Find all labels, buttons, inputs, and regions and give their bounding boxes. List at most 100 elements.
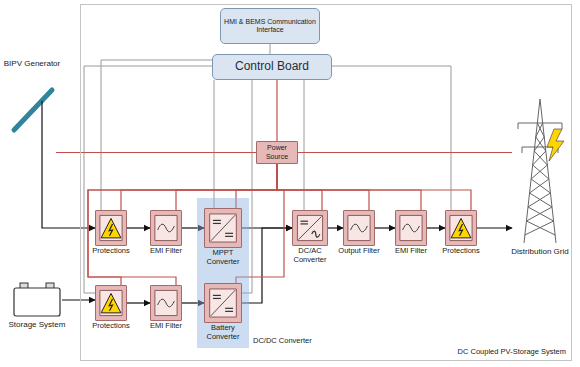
filt-icon [151, 286, 181, 320]
filter-symbol [158, 299, 175, 307]
filt-icon [344, 211, 374, 245]
node-label: Output Filter [338, 246, 379, 255]
control-line [270, 44, 271, 54]
node-label: HMI & BEMS Communication Interface [224, 18, 316, 33]
protection-box: Protections [445, 210, 477, 246]
supply-line [298, 152, 512, 153]
battery: Storage System [12, 282, 62, 318]
dc-icon [205, 209, 241, 247]
power-flow-line [427, 227, 445, 228]
label-holder: DC/AC Converter [283, 247, 337, 264]
supply-line [276, 80, 277, 141]
power-flow-line [62, 299, 95, 300]
node-label: BIPV Generator [4, 59, 60, 68]
filter-symbol [158, 224, 175, 232]
power-flow-line [127, 227, 150, 228]
converter-symbol [211, 215, 235, 241]
node-label: MPPT Converter [207, 248, 240, 266]
pv-lead [41, 101, 42, 155]
label-holder: BIPV Generator [1, 59, 63, 68]
bolt-symbol [109, 299, 112, 311]
label-holder: HMI & BEMS Communication Interface [221, 18, 319, 34]
label-holder: Battery Converter [196, 324, 250, 341]
node-label: DC/DC Converter [253, 336, 312, 345]
control-line [84, 66, 212, 293]
control-box: Control Board [212, 54, 332, 80]
label-holder: Protections [434, 247, 488, 256]
node-label: Distribution Grid [511, 247, 568, 256]
power-flow-line [375, 227, 395, 228]
battery-body [14, 288, 60, 316]
converter-box: Battery Converter [204, 283, 242, 323]
node-label: Control Board [235, 59, 309, 73]
protection-box: Protections [95, 285, 127, 321]
warning-triangle [451, 218, 471, 237]
label-holder: Protections [84, 322, 138, 331]
inner-square [210, 289, 237, 317]
label-holder: MPPT Converter [196, 249, 250, 266]
supply-line [277, 164, 421, 210]
lightning-symbol [547, 129, 564, 161]
pv-panel [14, 90, 52, 130]
bolt-symbol [109, 224, 112, 236]
control-line [332, 66, 451, 210]
label-holder: Storage System [5, 320, 69, 329]
control-line [304, 60, 332, 210]
protection-box: Protections [95, 210, 127, 246]
filter-symbol [351, 224, 368, 232]
converter-band: DC/DC ConverterMPPT ConverterBattery Con… [197, 198, 249, 348]
inner-square [155, 215, 177, 240]
filter-symbol [403, 224, 420, 232]
pv-generator: BIPV Generator [8, 70, 56, 155]
power-source-box: Power Source [256, 141, 298, 164]
control-line [101, 60, 212, 210]
inner-square [100, 215, 122, 240]
converter-box: MPPT Converter [204, 208, 242, 248]
system-frame: DC Coupled PV-Storage System HMI & BEMS C… [80, 4, 572, 361]
inner-square [297, 215, 322, 240]
label-holder: Protections [84, 247, 138, 256]
inner-square [348, 215, 370, 240]
warning-triangle [101, 293, 121, 312]
converter-symbol [211, 290, 235, 316]
tower-icon [512, 95, 568, 245]
inner-square [210, 214, 237, 242]
converter-symbol [298, 216, 321, 239]
prot-icon [96, 286, 126, 320]
control-line [214, 80, 215, 208]
inner-square [155, 290, 177, 315]
power-flow-line [127, 302, 150, 303]
node-label: EMI Filter [150, 246, 182, 255]
label-holder: EMI Filter [384, 247, 438, 256]
node-label: EMI Filter [150, 321, 182, 330]
node-label: DC Coupled PV-Storage System [458, 347, 566, 356]
node-label: Power Source [266, 144, 288, 159]
prot-icon [96, 211, 126, 245]
node-label: Battery Converter [207, 323, 240, 341]
node-label: Protections [92, 246, 130, 255]
label-holder: EMI Filter [139, 247, 193, 256]
label-holder: Output Filter [332, 247, 386, 256]
filt-icon [396, 211, 426, 245]
inner-square [400, 215, 422, 240]
label-holder: Control Board [233, 60, 311, 74]
power-flow-line [477, 227, 512, 228]
supply-line [277, 164, 471, 210]
power-flow-line [328, 227, 343, 228]
interface-box: HMI & BEMS Communication Interface [220, 8, 320, 44]
filter-box: EMI Filter [395, 210, 427, 246]
tower-lattice [518, 99, 562, 243]
label-holder: DC/DC Converter [253, 337, 312, 346]
node-label: Protections [92, 321, 130, 330]
filter-box: Output Filter [343, 210, 375, 246]
label-holder: EMI Filter [139, 322, 193, 331]
warning-triangle [101, 218, 121, 237]
node-label: Protections [442, 246, 480, 255]
bolt-symbol [459, 224, 462, 236]
grid-tower: Distribution Grid [512, 95, 568, 245]
node-label: EMI Filter [395, 246, 427, 255]
filter-box: EMI Filter [150, 210, 182, 246]
node-label: Storage System [9, 320, 66, 329]
